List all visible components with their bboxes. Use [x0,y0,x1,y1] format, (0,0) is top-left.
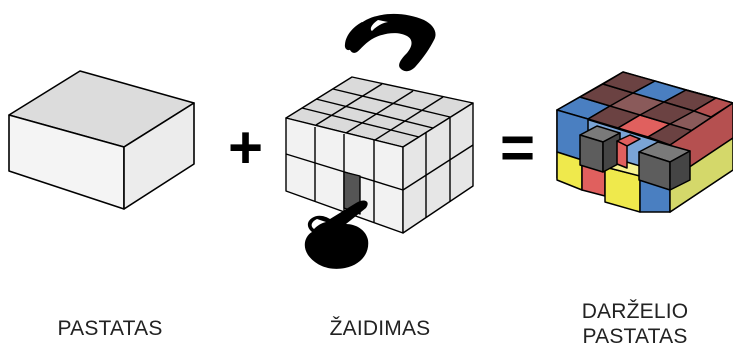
grab-hand-icon [344,13,436,72]
equals-sign: = [500,114,536,181]
kindergarten-label: DARŽELIO PASTATAS [560,299,710,349]
colored-blocks-icon [556,71,733,213]
pointing-hand-icon [304,200,369,269]
plus-sign: + [228,114,264,181]
kindergarten-label-line1: DARŽELIO [581,300,689,323]
box-icon [8,70,195,210]
kindergarten-label-line2: PASTATAS [582,325,688,348]
grid-box-icon [285,76,474,234]
game-label: ŽAIDIMAS [329,317,431,340]
building-label: PASTATAS [57,317,163,340]
